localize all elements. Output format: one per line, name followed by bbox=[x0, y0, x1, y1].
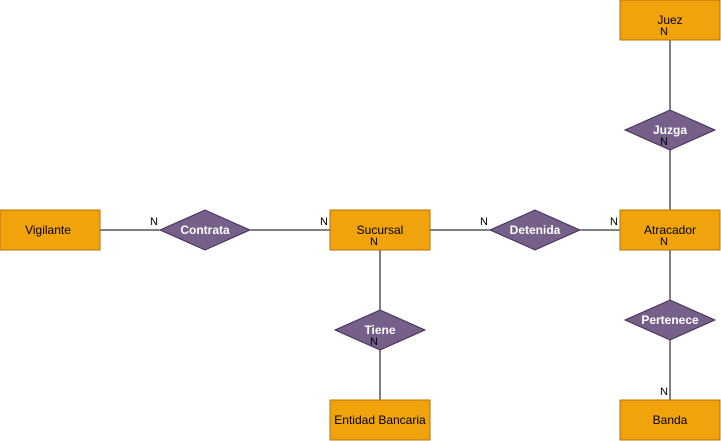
entity-label: Atracador bbox=[644, 223, 696, 237]
entity-label: Sucursal bbox=[357, 223, 404, 237]
cardinality-label: N bbox=[660, 236, 668, 248]
entity-atracador[interactable]: Atracador bbox=[619, 209, 721, 251]
relationship-label: Tiene bbox=[364, 323, 395, 337]
cardinality-label: N bbox=[370, 236, 378, 248]
entity-sucursal[interactable]: Sucursal bbox=[329, 209, 431, 251]
cardinality-label: N bbox=[150, 216, 158, 228]
relationship-contrata[interactable]: Contrata bbox=[158, 209, 252, 251]
entity-label: Vigilante bbox=[25, 223, 71, 237]
relationship-pertenece[interactable]: Pertenece bbox=[623, 299, 717, 341]
cardinality-label: N bbox=[610, 216, 618, 228]
entity-entidad-bancaria[interactable]: Entidad Bancaria bbox=[329, 399, 431, 441]
entity-juez[interactable]: Juez bbox=[619, 0, 721, 41]
entity-label: Juez bbox=[657, 13, 682, 27]
entity-label: Banda bbox=[653, 413, 688, 427]
relationship-tiene[interactable]: Tiene bbox=[333, 309, 427, 351]
cardinality-label: N bbox=[480, 216, 488, 228]
cardinality-labels: N N N N N N N N N N bbox=[150, 26, 668, 398]
cardinality-label: N bbox=[660, 136, 668, 148]
relationship-label: Pertenece bbox=[641, 313, 699, 327]
relationship-label: Juzga bbox=[653, 123, 687, 137]
entity-vigilante[interactable]: Vigilante bbox=[0, 209, 101, 251]
relationship-label: Contrata bbox=[180, 223, 230, 237]
relationship-label: Detenida bbox=[510, 223, 561, 237]
cardinality-label: N bbox=[660, 26, 668, 38]
cardinality-label: N bbox=[370, 336, 378, 348]
relationship-juzga[interactable]: Juzga bbox=[623, 109, 717, 151]
edges bbox=[100, 40, 671, 400]
entity-banda[interactable]: Banda bbox=[619, 399, 721, 441]
cardinality-label: N bbox=[320, 216, 328, 228]
entity-label: Entidad Bancaria bbox=[334, 413, 426, 427]
relationship-detenida[interactable]: Detenida bbox=[488, 209, 582, 251]
cardinality-label: N bbox=[660, 386, 668, 398]
